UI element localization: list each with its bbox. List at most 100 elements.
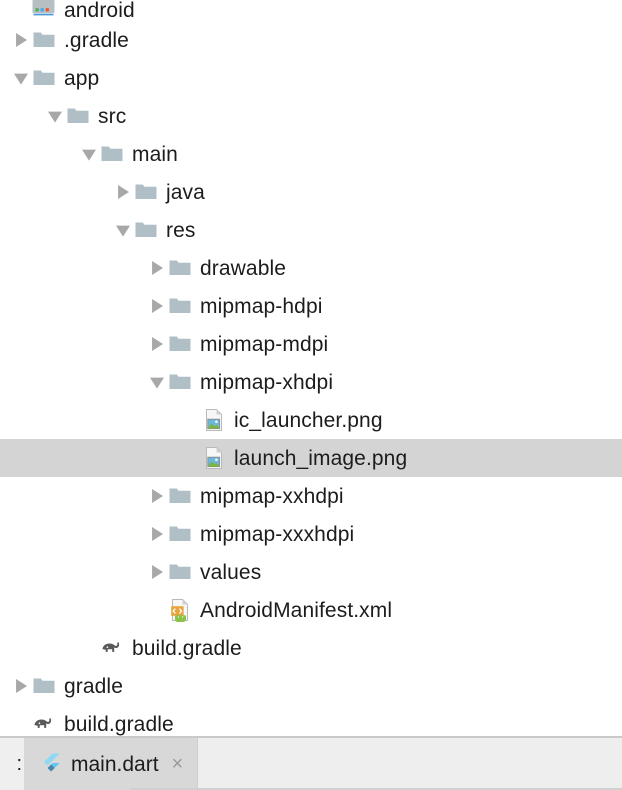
tree-indent-spacer	[0, 382, 146, 383]
tree-row-label: launch_image.png	[234, 446, 408, 470]
tree-indent-spacer	[0, 420, 180, 421]
tree-indent-spacer	[0, 192, 112, 193]
tree-indent-spacer	[0, 610, 146, 611]
tree-row-label: ic_launcher.png	[234, 408, 383, 432]
tree-row[interactable]: main	[0, 135, 622, 173]
folder-icon	[168, 560, 192, 584]
tree-indent-spacer	[0, 154, 78, 155]
android-module-icon	[32, 0, 56, 21]
tree-row-label: main	[132, 142, 178, 166]
tree-row-label: drawable	[200, 256, 287, 280]
twisty-placeholder	[180, 447, 202, 469]
tree-row[interactable]: mipmap-hdpi	[0, 287, 622, 325]
png-image-file-icon	[202, 446, 226, 470]
tree-row[interactable]: drawable	[0, 249, 622, 287]
folder-icon	[66, 104, 90, 128]
close-icon[interactable]: ×	[171, 753, 184, 775]
tree-row-label: gradle	[64, 674, 123, 698]
tree-row-label: build.gradle	[64, 712, 174, 736]
tree-row[interactable]: mipmap-xhdpi	[0, 363, 622, 401]
folder-icon	[168, 484, 192, 508]
chevron-right-icon[interactable]	[146, 523, 168, 545]
flutter-icon	[38, 752, 62, 776]
chevron-down-icon[interactable]	[146, 371, 168, 393]
tree-row-label: src	[98, 104, 127, 128]
tree-row-label: java	[166, 180, 205, 204]
png-image-file-icon	[202, 408, 226, 432]
chevron-right-icon[interactable]	[112, 181, 134, 203]
twisty-placeholder	[78, 637, 100, 659]
tree-row[interactable]: android	[0, 0, 622, 21]
twisty-placeholder	[146, 599, 168, 621]
tree-row[interactable]: launch_image.png	[0, 439, 622, 477]
tree-indent-spacer	[0, 686, 10, 687]
tree-row-label: mipmap-xxhdpi	[200, 484, 344, 508]
tree-row[interactable]: src	[0, 97, 622, 135]
tab-bar-divider	[130, 788, 622, 790]
twisty-placeholder	[10, 0, 32, 21]
tree-row-label: AndroidManifest.xml	[200, 598, 393, 622]
chevron-right-icon[interactable]	[10, 675, 32, 697]
tree-row[interactable]: gradle	[0, 667, 622, 705]
tree-row-label: mipmap-hdpi	[200, 294, 323, 318]
tab-main-dart[interactable]: main.dart ×	[24, 738, 199, 790]
tree-indent-spacer	[0, 724, 10, 725]
chevron-right-icon[interactable]	[10, 29, 32, 51]
tree-indent-spacer	[0, 344, 146, 345]
tree-row-label: mipmap-mdpi	[200, 332, 329, 356]
folder-icon	[168, 294, 192, 318]
tree-row[interactable]: .gradle	[0, 21, 622, 59]
tab-label: main.dart	[71, 752, 159, 776]
tree-row[interactable]: java	[0, 173, 622, 211]
folder-icon	[100, 142, 124, 166]
tab-bar-empty-area	[198, 738, 622, 790]
tree-row[interactable]: ic_launcher.png	[0, 401, 622, 439]
tree-indent-spacer	[0, 268, 146, 269]
tree-indent-spacer	[0, 648, 78, 649]
tree-row[interactable]: res	[0, 211, 622, 249]
chevron-right-icon[interactable]	[146, 485, 168, 507]
tab-bar-left-stub: :	[0, 738, 24, 790]
tree-row[interactable]: mipmap-mdpi	[0, 325, 622, 363]
tree-indent-spacer	[0, 40, 10, 41]
folder-icon	[32, 674, 56, 698]
tree-row[interactable]: build.gradle	[0, 629, 622, 667]
tree-indent-spacer	[0, 306, 146, 307]
tree-indent-spacer	[0, 116, 44, 117]
tree-row[interactable]: mipmap-xxhdpi	[0, 477, 622, 515]
tree-indent-spacer	[0, 572, 146, 573]
gradle-elephant-icon	[32, 712, 56, 736]
chevron-right-icon[interactable]	[146, 257, 168, 279]
folder-icon	[168, 332, 192, 356]
tree-indent-spacer	[0, 78, 10, 79]
tree-row-label: values	[200, 560, 262, 584]
tree-row-label: mipmap-xhdpi	[200, 370, 334, 394]
chevron-right-icon[interactable]	[146, 561, 168, 583]
tree-row[interactable]: values	[0, 553, 622, 591]
chevron-right-icon[interactable]	[146, 295, 168, 317]
folder-icon	[134, 180, 158, 204]
gradle-elephant-icon	[100, 636, 124, 660]
chevron-right-icon[interactable]	[146, 333, 168, 355]
folder-icon	[168, 370, 192, 394]
chevron-down-icon[interactable]	[112, 219, 134, 241]
tree-indent-spacer	[0, 458, 180, 459]
folder-icon	[32, 66, 56, 90]
chevron-down-icon[interactable]	[44, 105, 66, 127]
tree-row-label: mipmap-xxxhdpi	[200, 522, 355, 546]
tree-indent-spacer	[0, 230, 112, 231]
editor-tab-bar: : main.dart ×	[0, 736, 622, 790]
chevron-down-icon[interactable]	[10, 67, 32, 89]
tree-row[interactable]: build.gradle	[0, 705, 622, 736]
tree-indent-spacer	[0, 534, 146, 535]
tree-row[interactable]: AndroidManifest.xml	[0, 591, 622, 629]
folder-icon	[134, 218, 158, 242]
tree-row-label: android	[64, 0, 135, 22]
tree-row-label: res	[166, 218, 196, 242]
tree-row[interactable]: app	[0, 59, 622, 97]
twisty-placeholder	[10, 713, 32, 735]
folder-icon	[168, 256, 192, 280]
tree-row[interactable]: mipmap-xxxhdpi	[0, 515, 622, 553]
chevron-down-icon[interactable]	[78, 143, 100, 165]
